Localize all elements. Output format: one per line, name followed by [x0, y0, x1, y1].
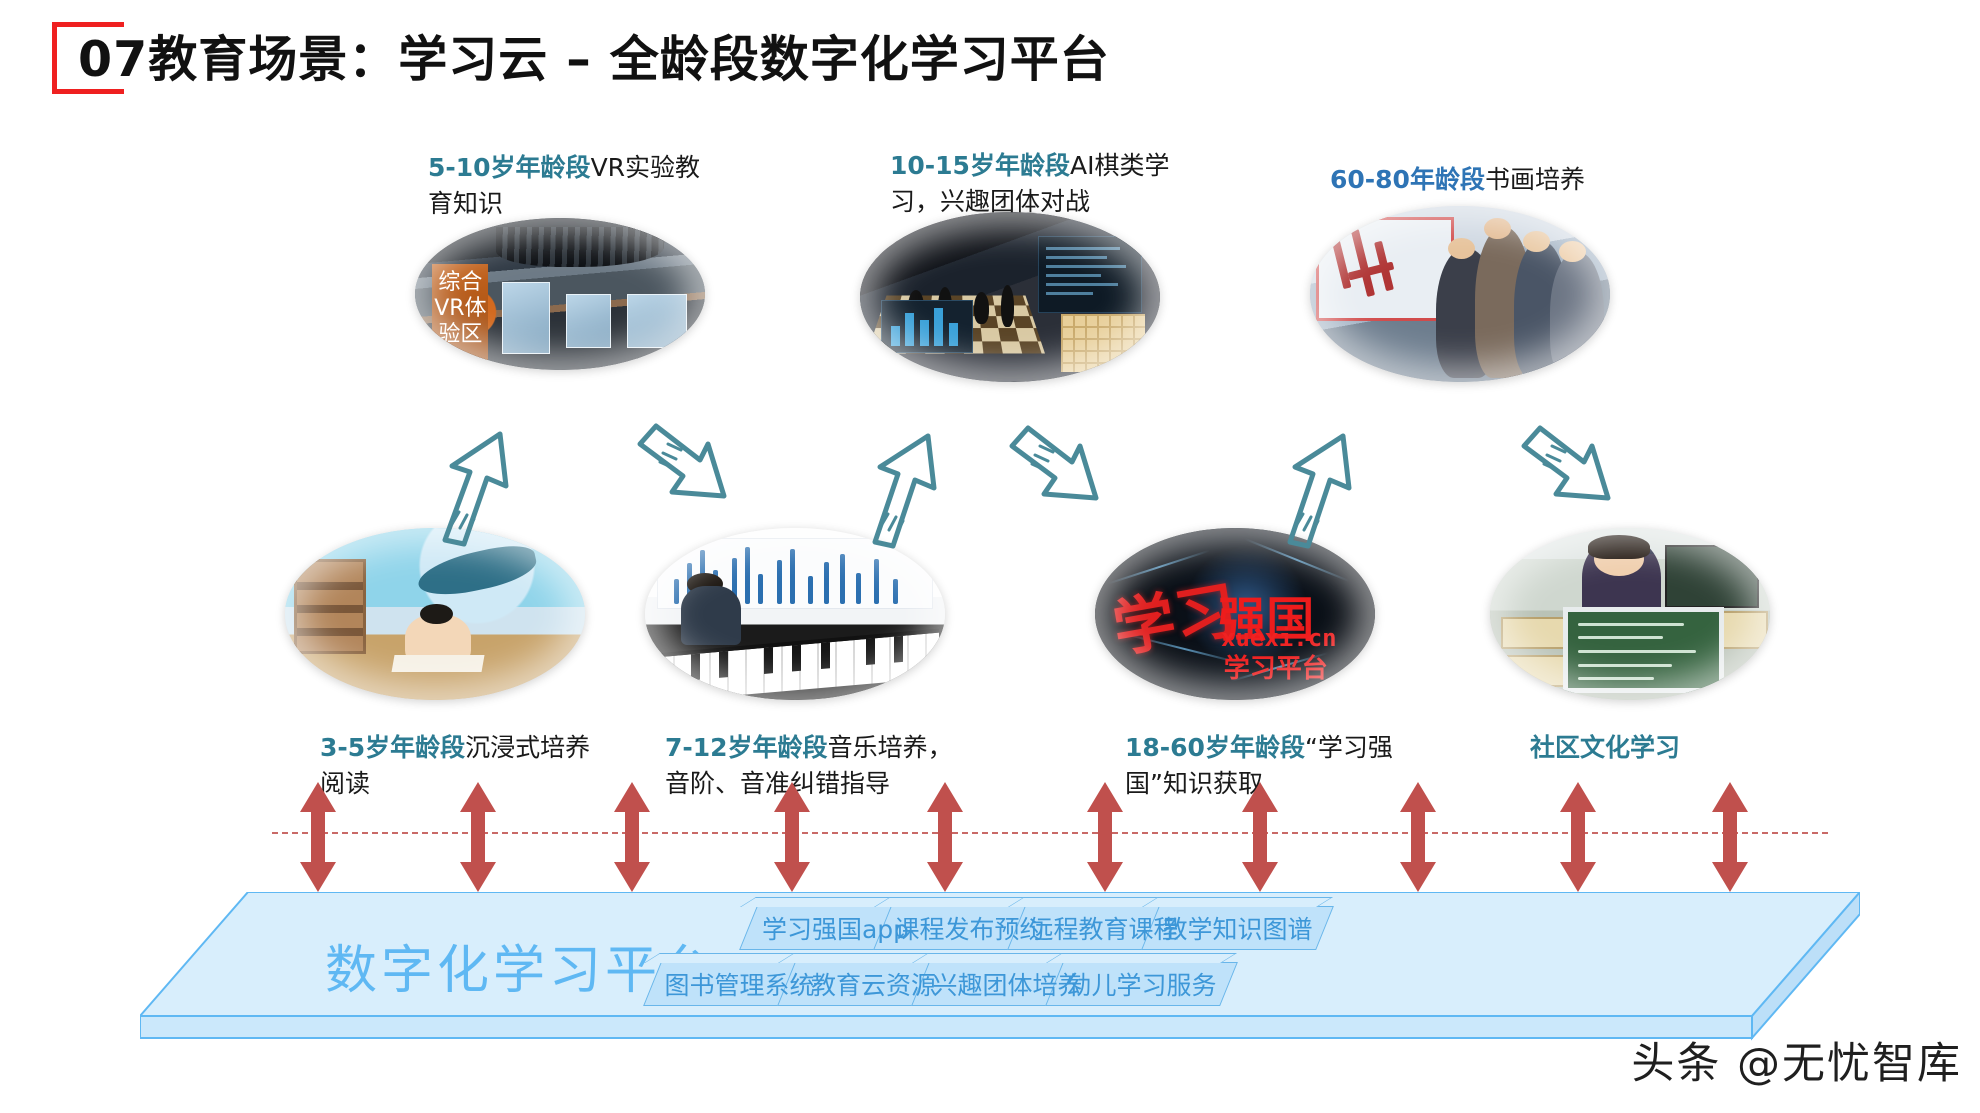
- platform-tag-label: 课程发布预约: [894, 915, 1045, 944]
- red-double-arrow: [614, 782, 650, 892]
- sketch-arrow-down-1: [637, 423, 727, 499]
- sketch-arrow-up-2: [872, 433, 937, 549]
- xuexi-logo-line4: 学习平台: [1223, 654, 1328, 685]
- platform-tag[interactable]: 远程教育课程: [1007, 897, 1200, 950]
- red-double-arrow: [774, 782, 810, 892]
- red-double-arrow: [1400, 782, 1436, 892]
- divider-dashed-line: [272, 832, 1828, 834]
- red-double-arrows-layer: [300, 782, 1748, 892]
- photo-child-reading: [285, 528, 585, 700]
- sketch-arrow-down-2: [1009, 425, 1099, 501]
- red-double-arrow: [1712, 782, 1748, 892]
- caption-bottom-2-highlight: 7-12岁年龄段: [665, 733, 828, 762]
- slab-front-face: [140, 1015, 1753, 1039]
- caption-bottom-2: 7-12岁年龄段音乐培养，音阶、音准纠错指导: [665, 730, 965, 802]
- caption-bottom-4-highlight: 社区文化学习: [1530, 733, 1681, 762]
- red-double-arrow: [1242, 782, 1278, 892]
- sketch-arrows-layer: [442, 423, 1611, 549]
- red-double-arrow: [1560, 782, 1596, 892]
- photo-ai-chess: [860, 212, 1160, 382]
- platform-tag[interactable]: 教育云资源: [777, 953, 970, 1006]
- caption-bottom-3: 18-60岁年龄段“学习强国”知识获取: [1125, 730, 1405, 802]
- sketch-arrow-up-1: [442, 431, 509, 547]
- slab-side-face: [1751, 892, 1860, 1041]
- platform-tag-label: 远程教育课程: [1028, 915, 1179, 944]
- platform-tag-label: 学习强国app: [761, 915, 910, 944]
- xuexi-logo-url: xuexi.cn: [1221, 624, 1337, 653]
- platform-tag-label: 图书管理系统: [664, 971, 815, 1000]
- caption-top-1-highlight: 5-10岁年龄段: [428, 153, 591, 182]
- platform-tag-label: 兴趣团体培养: [932, 971, 1083, 1000]
- caption-top-3: 60-80年龄段书画培养: [1330, 162, 1650, 198]
- red-double-arrow: [300, 782, 336, 892]
- photo-calligraphy-class: [1310, 206, 1610, 382]
- red-double-arrow: [460, 782, 496, 892]
- vr-sign-text: 综合VR体验区: [432, 263, 489, 370]
- platform-tag[interactable]: 学习强国app: [739, 897, 932, 950]
- platform-tag[interactable]: 教学知识图谱: [1141, 897, 1334, 950]
- photo-piano-lesson: [645, 528, 945, 700]
- title-bracket-decoration: [52, 22, 124, 94]
- title-text: 07教育场景：学习云 – 全龄段数字化学习平台: [78, 31, 1110, 88]
- platform-tag[interactable]: 兴趣团体培养: [911, 953, 1104, 1006]
- caption-top-3-rest: 书画培养: [1484, 165, 1585, 194]
- photo-community-learning: [1490, 528, 1770, 700]
- caption-bottom-1-highlight: 3-5岁年龄段: [320, 733, 466, 762]
- caption-bottom-1: 3-5岁年龄段沉浸式培养阅读: [320, 730, 600, 802]
- photo-vr-lab: 综合VR体验区: [415, 218, 705, 370]
- red-double-arrow: [927, 782, 963, 892]
- sketch-arrow-up-3: [1287, 433, 1352, 549]
- caption-bottom-3-highlight: 18-60岁年龄段: [1125, 733, 1305, 762]
- photo-xuexi-qiangguo: 学习 强国 xuexi.cn 学习平台: [1095, 528, 1375, 700]
- platform-tag[interactable]: 课程发布预约: [873, 897, 1066, 950]
- platform-tag-label: 幼儿学习服务: [1066, 971, 1217, 1000]
- caption-top-1-rest: VR实验教育知识: [428, 153, 701, 218]
- watermark: 头条 @无忧智库: [1631, 1039, 1962, 1089]
- caption-bottom-4: 社区文化学习: [1530, 730, 1790, 766]
- red-double-arrow: [1087, 782, 1123, 892]
- xuexi-logo-line2: 强国: [1218, 591, 1315, 648]
- caption-top-3-highlight: 60-80年龄段: [1330, 165, 1485, 194]
- caption-top-1: 5-10岁年龄段VR实验教育知识: [428, 150, 718, 222]
- platform-tag-label: 教育云资源: [810, 971, 936, 1000]
- caption-top-2-rest: AI棋类学习，兴趣团体对战: [890, 151, 1170, 216]
- caption-bottom-2-rest: 音乐培养，音阶、音准纠错指导: [665, 733, 953, 798]
- caption-top-2: 10-15岁年龄段AI棋类学习，兴趣团体对战: [890, 148, 1190, 220]
- caption-bottom-1-rest: 沉浸式培养阅读: [320, 733, 591, 798]
- page-title: 07教育场景：学习云 – 全龄段数字化学习平台: [52, 22, 1252, 94]
- caption-top-2-highlight: 10-15岁年龄段: [890, 151, 1070, 180]
- sketch-arrow-down-3: [1521, 425, 1611, 501]
- platform-tag[interactable]: 幼儿学习服务: [1045, 953, 1238, 1006]
- digital-learning-platform-slab: 数字化学习平台 学习强国app 课程发布预约 远程教育课程 教学知识图谱 图书管…: [140, 892, 1860, 1044]
- platform-tag[interactable]: 图书管理系统: [643, 953, 836, 1006]
- platform-tag-label: 教学知识图谱: [1162, 915, 1313, 944]
- caption-bottom-3-rest: “学习强国”知识获取: [1125, 733, 1393, 798]
- community-slate: [1562, 607, 1724, 693]
